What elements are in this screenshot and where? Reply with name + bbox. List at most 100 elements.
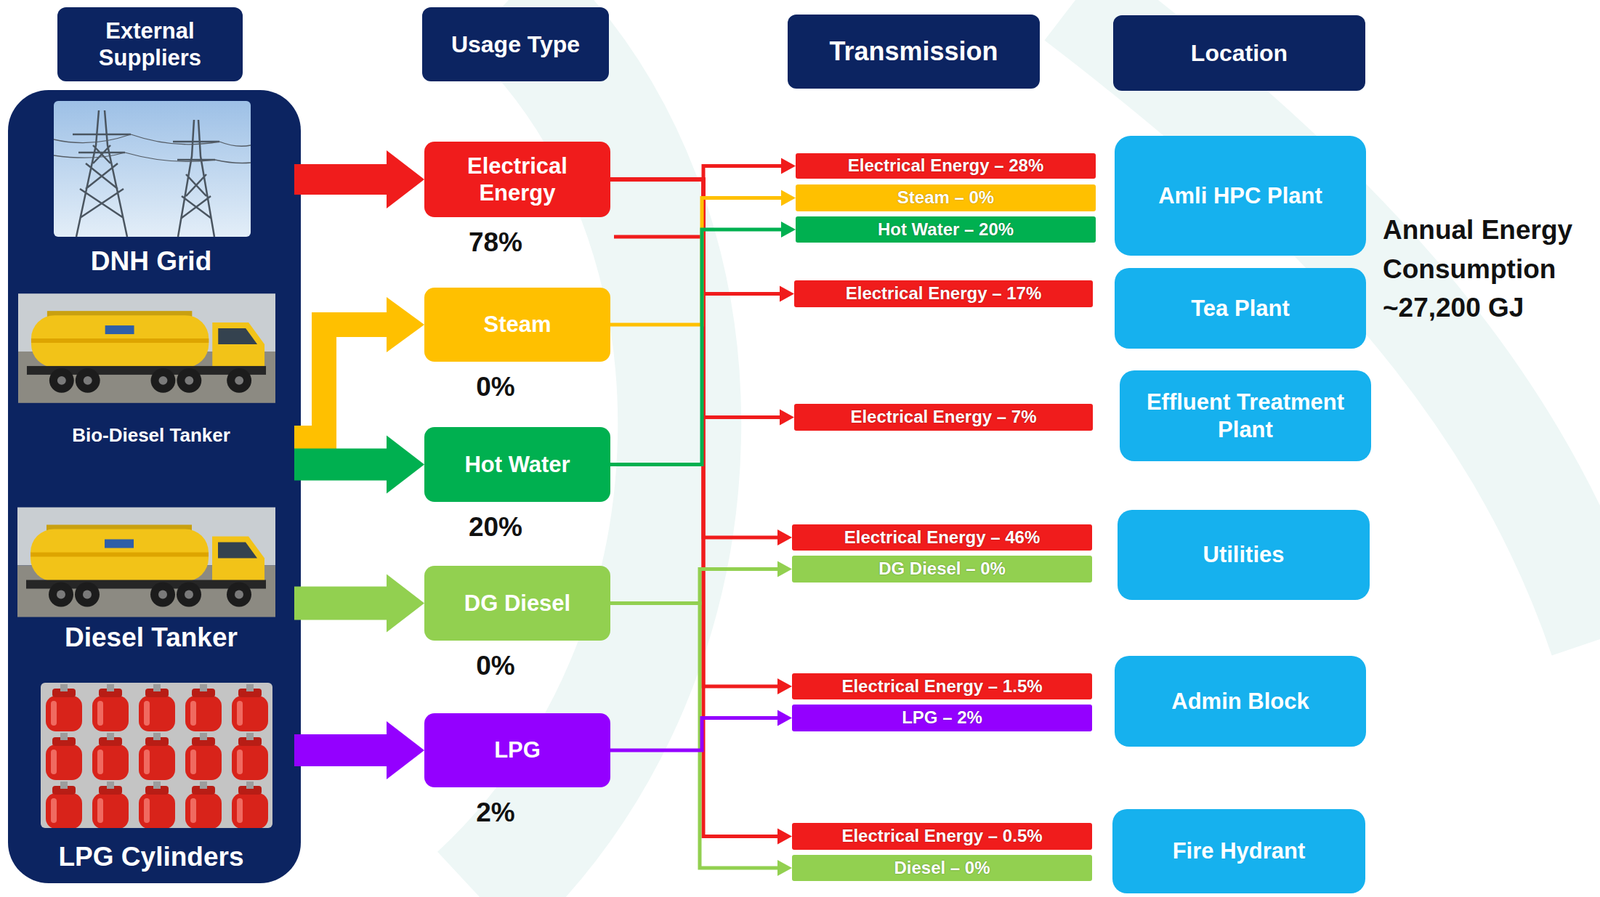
supplier-caption: DNH Grid bbox=[7, 245, 295, 278]
supplier-item: DNH Grid bbox=[7, 100, 295, 284]
flow-arrow bbox=[610, 603, 793, 878]
arrow-shaft bbox=[610, 179, 778, 538]
flow-arrow bbox=[610, 158, 796, 181]
location-label: Tea Plant bbox=[1190, 295, 1290, 322]
arrow-shaft bbox=[610, 179, 778, 838]
transmission-label: Diesel – 0% bbox=[893, 858, 990, 878]
location-box: Utilities bbox=[1117, 510, 1370, 601]
arrow-head bbox=[779, 286, 795, 303]
arrow-shaft bbox=[294, 164, 387, 195]
location-box: Admin Block bbox=[1114, 656, 1367, 747]
tanker-photo bbox=[18, 293, 276, 404]
flow-arrow bbox=[610, 179, 793, 846]
header-box: Usage Type bbox=[422, 7, 609, 82]
arrow-shaft bbox=[610, 179, 778, 687]
transmission-bar: Electrical Energy – 28% bbox=[795, 153, 1096, 179]
arrow-shaft bbox=[610, 603, 778, 870]
flow-arrow bbox=[294, 574, 425, 633]
flow-arrow bbox=[294, 721, 425, 780]
flow-arrow bbox=[610, 179, 793, 546]
arrow-shaft bbox=[294, 449, 387, 482]
transmission-bar: Steam – 0% bbox=[795, 184, 1096, 212]
flow-arrow bbox=[610, 561, 793, 604]
supplier-item: LPG Cylinders bbox=[7, 683, 295, 880]
usage-share: 0% bbox=[402, 650, 589, 683]
header-label: Usage Type bbox=[451, 30, 580, 59]
supplier-panel bbox=[7, 90, 301, 884]
tanker-photo bbox=[17, 507, 276, 618]
usage-box: Steam0% bbox=[424, 287, 611, 362]
background-swoosh bbox=[1075, 0, 1600, 640]
grid-photo-sky bbox=[53, 100, 251, 237]
arrow-head bbox=[777, 829, 793, 846]
arrow-head bbox=[386, 721, 425, 780]
location-label: Admin Block bbox=[1171, 688, 1309, 715]
arrow-shaft bbox=[610, 179, 780, 418]
location-box: Effluent Treatment Plant bbox=[1119, 370, 1372, 462]
power-wire bbox=[53, 134, 251, 164]
arrow-shaft bbox=[610, 166, 782, 181]
pylon bbox=[172, 119, 220, 237]
flow-arrow bbox=[610, 710, 793, 752]
transmission-label: DG Diesel – 0% bbox=[878, 559, 1006, 579]
location-label: Amli HPC Plant bbox=[1158, 182, 1323, 210]
usage-label: Hot Water bbox=[464, 451, 570, 479]
header-label: Location bbox=[1190, 39, 1288, 67]
transmission-bar: Diesel – 0% bbox=[792, 855, 1093, 882]
usage-label: LPG bbox=[494, 736, 541, 764]
header-box: Transmission bbox=[787, 14, 1040, 89]
supplier-item: Bio-Diesel Tanker bbox=[7, 293, 295, 476]
usage-box: LPG2% bbox=[424, 713, 611, 788]
total-note: Annual Energy Consumption ~27,200 GJ bbox=[1382, 210, 1595, 328]
location-box: Fire Hydrant bbox=[1112, 809, 1366, 894]
transmission-bar: Hot Water – 20% bbox=[795, 216, 1096, 243]
usage-share: 20% bbox=[402, 511, 589, 544]
flow-arrow bbox=[610, 221, 796, 466]
arrow-head bbox=[781, 190, 796, 207]
arrow-head bbox=[777, 678, 793, 695]
supplier-caption: LPG Cylinders bbox=[7, 841, 295, 874]
feeder-stub bbox=[613, 235, 704, 240]
transmission-bar: Electrical Energy – 7% bbox=[794, 403, 1093, 431]
arrow-head bbox=[781, 221, 796, 238]
usage-share: 0% bbox=[402, 371, 589, 404]
transmission-label: Electrical Energy – 28% bbox=[847, 156, 1044, 176]
usage-label: DG Diesel bbox=[464, 590, 571, 617]
header-label: External Suppliers bbox=[67, 17, 233, 72]
supplier-item: Diesel Tanker bbox=[7, 507, 295, 662]
transmission-label: Electrical Energy – 7% bbox=[850, 407, 1037, 427]
transmission-bar: DG Diesel – 0% bbox=[792, 555, 1093, 583]
arrow-head bbox=[386, 574, 425, 633]
arrow-head bbox=[777, 860, 793, 877]
flow-arrow bbox=[294, 435, 425, 495]
arrow-head bbox=[777, 529, 793, 546]
header-box: Location bbox=[1113, 15, 1366, 91]
arrow-shaft bbox=[610, 198, 782, 326]
supplier-caption: Bio-Diesel Tanker bbox=[7, 424, 295, 447]
usage-box: Electrical Energy78% bbox=[424, 141, 611, 218]
usage-label: Steam bbox=[483, 310, 551, 338]
arrow-head bbox=[386, 297, 425, 353]
header-box: External Suppliers bbox=[57, 7, 243, 82]
location-label: Effluent Treatment Plant bbox=[1132, 388, 1359, 443]
location-label: Fire Hydrant bbox=[1172, 837, 1306, 865]
transmission-label: Hot Water – 20% bbox=[877, 220, 1014, 240]
location-box: Tea Plant bbox=[1114, 268, 1367, 349]
arrow-shaft bbox=[294, 587, 387, 621]
arrow-shaft bbox=[294, 324, 387, 439]
cylinder-photo bbox=[40, 683, 273, 829]
arrow-head bbox=[777, 561, 793, 578]
transmission-label: Electrical Energy – 0.5% bbox=[841, 826, 1042, 846]
supplier-caption: Diesel Tanker bbox=[7, 621, 295, 654]
arrow-shaft bbox=[610, 718, 778, 752]
transmission-bar: Electrical Energy – 46% bbox=[792, 524, 1093, 551]
usage-box: DG Diesel0% bbox=[424, 566, 611, 641]
flow-arrow bbox=[294, 150, 425, 209]
arrow-shaft bbox=[610, 569, 778, 604]
transmission-label: Electrical Energy – 46% bbox=[844, 528, 1040, 548]
usage-label: Electrical Energy bbox=[440, 152, 595, 207]
arrow-shaft bbox=[610, 229, 782, 466]
transmission-label: Electrical Energy – 17% bbox=[845, 284, 1042, 303]
transmission-bar: LPG – 2% bbox=[792, 704, 1093, 732]
